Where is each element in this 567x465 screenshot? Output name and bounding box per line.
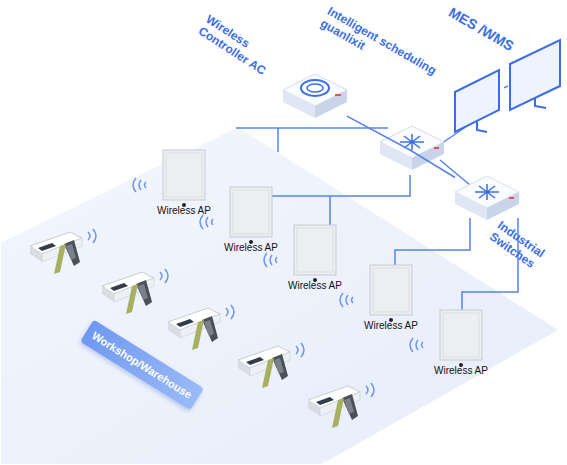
device-node: Industrial Switches [455,172,519,222]
device-node: Wireless Controller AC [283,70,347,128]
access-point: Wireless AP [432,308,490,376]
device-label: Wireless Controller AC [196,12,287,85]
wireless-controller-device [283,74,347,118]
core-switch-device [380,126,444,170]
scheduling-monitor [455,70,499,132]
ap-label: Wireless AP [432,365,490,376]
ap-label: Wireless AP [222,242,280,253]
handheld-terminals [30,229,374,428]
device-label: Intelligent scheduling guanlixit [318,4,453,98]
access-point: Wireless AP [362,263,420,331]
industrial-switch-device [455,176,519,220]
ap-label: Wireless AP [155,205,213,216]
ap-label: Wireless AP [286,280,344,291]
device-node: Intelligent scheduling guanlixit [452,64,504,134]
device-label: MES /WMS [446,4,532,63]
access-point: Wireless AP [222,185,280,253]
ap-label: Wireless AP [362,320,420,331]
access-point: Wireless AP [286,223,344,291]
network-link [347,116,455,177]
device-node: MES /WMS [508,36,564,112]
mes-monitor [510,40,560,110]
access-point: Wireless AP [155,148,213,216]
device-label: Industrial Switches [487,218,562,282]
access-point-panels [133,150,482,367]
floor-plane [0,126,560,465]
network-link [504,86,508,88]
